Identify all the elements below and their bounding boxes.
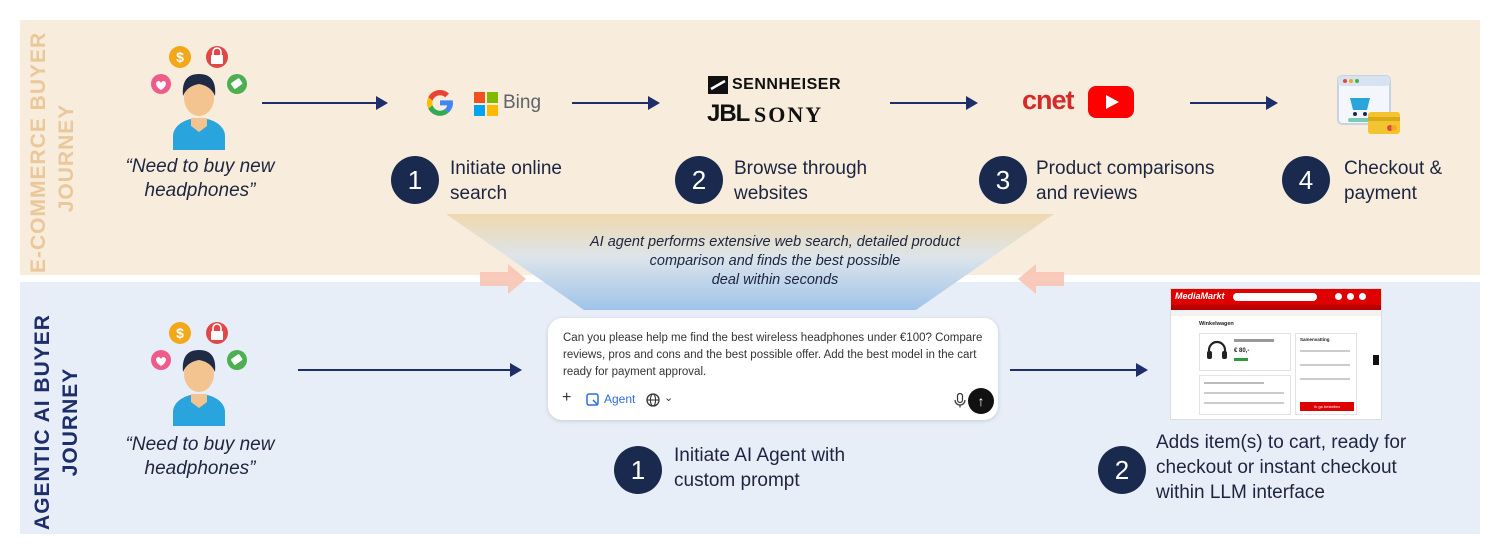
jbl-logo: JBL [707, 100, 750, 127]
cart-brand: MediaMarkt [1175, 291, 1225, 301]
microphone-icon[interactable] [954, 393, 966, 408]
agent-step-1-number: 1 [614, 446, 662, 494]
ai-agent-funnel [446, 214, 1054, 310]
flow-arrow [890, 96, 978, 110]
bottom-quote: “Need to buy new headphones” [125, 434, 275, 479]
prompt-text[interactable]: Can you please help me find the best wir… [563, 332, 983, 378]
ai-agent-funnel-text: AI agent performs extensive web search, … [590, 234, 960, 288]
youtube-logo-icon [1088, 86, 1134, 118]
agent-button[interactable]: Agent [604, 392, 636, 406]
cart-checkout-button: Ik ga bestellen [1300, 402, 1354, 411]
cart-header: MediaMarkt [1171, 289, 1381, 305]
cart-screenshot: MediaMarkt Winkelwagen € 80,- Samenvatti… [1170, 288, 1382, 420]
agent-step-2-label: Adds item(s) to cart, ready for checkout… [1156, 432, 1407, 503]
step-3-number: 3 [979, 156, 1027, 204]
bing-logo: Bing [503, 92, 542, 113]
sennheiser-logo-icon [708, 76, 728, 94]
inflow-arrow-icon [480, 264, 526, 294]
svg-text:$: $ [176, 49, 184, 65]
step-1-number: 1 [391, 156, 439, 204]
shopper-person-icon: $ [151, 46, 247, 150]
agent-icon[interactable] [586, 393, 600, 407]
chevron-down-icon[interactable]: ⌄ [664, 392, 674, 404]
step-2-number: 2 [675, 156, 723, 204]
headphones-product-icon [1207, 340, 1227, 359]
ecommerce-journey-label: E-COMMERCE BUYER JOURNEY [27, 31, 78, 273]
add-icon[interactable]: + [562, 389, 572, 406]
flow-arrow [262, 96, 388, 110]
sony-logo: SONY [754, 102, 824, 127]
ai-prompt-box[interactable]: Can you please help me find the best wir… [548, 318, 998, 420]
microsoft-logo-icon [474, 92, 498, 116]
top-quote: “Need to buy new headphones” [125, 156, 275, 201]
flow-arrow [1010, 363, 1148, 377]
checkout-payment-icon [1337, 75, 1400, 134]
cart-heading: Winkelwagen [1199, 321, 1234, 327]
cart-price: € 80,- [1234, 348, 1250, 354]
google-logo-icon [426, 89, 453, 116]
cnet-logo: cnet [1022, 85, 1075, 115]
shopper-person-icon: $ [151, 322, 247, 426]
flow-arrow [572, 96, 660, 110]
cart-summary: Samenvatting [1300, 337, 1330, 342]
globe-icon[interactable] [646, 393, 660, 407]
flow-arrow [298, 363, 522, 377]
send-button[interactable]: ↑ [968, 388, 994, 414]
step-4-label: Checkout &payment [1344, 158, 1443, 204]
svg-text:$: $ [176, 325, 184, 341]
inflow-arrow-icon [1018, 264, 1064, 294]
agent-step-2-number: 2 [1098, 446, 1146, 494]
flow-arrow [1190, 96, 1278, 110]
step-4-number: 4 [1282, 156, 1330, 204]
sennheiser-logo: SENNHEISER [732, 76, 842, 93]
agentic-journey-label: AGENTIC AI BUYER JOURNEY [31, 314, 82, 530]
